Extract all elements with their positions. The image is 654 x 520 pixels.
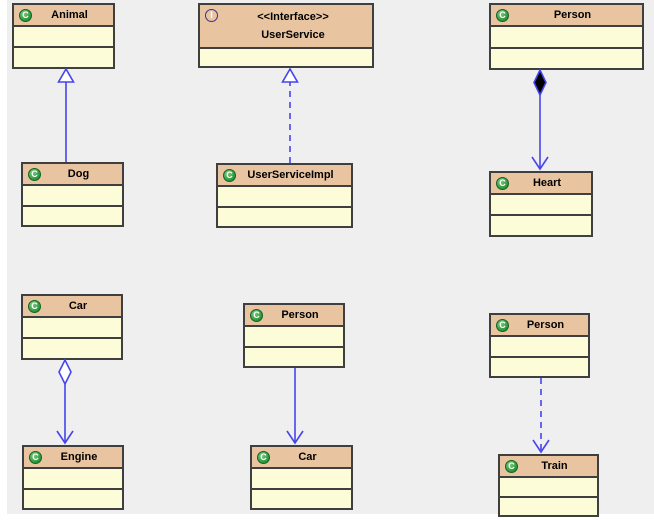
attributes-compartment (491, 195, 591, 214)
class-box-animal[interactable]: C Animal (12, 3, 115, 69)
realization-connector[interactable] (281, 67, 299, 163)
class-box-train[interactable]: C Train (498, 454, 599, 517)
class-header: C Person (491, 315, 588, 337)
class-header: C Person (245, 305, 343, 327)
class-box-userserviceimpl[interactable]: C UserServiceImpl (216, 163, 353, 228)
class-icon: C (496, 8, 509, 22)
attributes-compartment (23, 186, 122, 205)
operations-compartment (200, 49, 372, 66)
class-name: Animal (51, 9, 88, 21)
class-box-person-top-right[interactable]: C Person (489, 3, 644, 70)
class-header: C Heart (491, 173, 591, 195)
hollow-triangle-arrowhead (281, 67, 299, 83)
inheritance-connector[interactable] (57, 67, 75, 162)
attributes-compartment (252, 469, 351, 488)
methods-compartment (500, 495, 597, 515)
class-name: Heart (532, 177, 562, 189)
interface-icon: I (205, 9, 218, 22)
class-name: Engine (60, 451, 98, 463)
aggregation-connector[interactable] (56, 358, 74, 445)
association-connector[interactable] (286, 368, 304, 445)
attributes-compartment (23, 318, 121, 337)
stereotype-label: <<Interface>> (257, 11, 329, 23)
interface-name: UserService (261, 29, 325, 41)
attributes-compartment (24, 469, 122, 488)
methods-compartment (218, 205, 351, 226)
class-header: C Train (500, 456, 597, 478)
class-box-person-bottom-right[interactable]: C Person (489, 313, 590, 378)
open-arrowhead (286, 430, 304, 445)
class-box-car-bottom-left[interactable]: C Car (21, 294, 123, 360)
attributes-compartment (491, 27, 642, 47)
class-header: C UserServiceImpl (218, 165, 351, 187)
class-icon: C (257, 450, 270, 464)
methods-compartment (23, 337, 121, 358)
class-header: C Car (252, 447, 351, 469)
class-name: Person (553, 9, 592, 21)
class-icon: C (28, 167, 41, 181)
interface-header: I <<Interface>> UserService (200, 5, 372, 49)
class-name: UserServiceImpl (247, 169, 334, 181)
class-name: Car (298, 451, 317, 463)
class-header: C Car (23, 296, 121, 318)
class-icon: C (19, 8, 32, 22)
class-icon: C (250, 308, 263, 322)
class-icon: C (28, 299, 41, 313)
composition-connector[interactable] (531, 68, 549, 171)
methods-compartment (252, 487, 351, 508)
methods-compartment (14, 46, 113, 67)
class-name: Train (541, 460, 568, 472)
attributes-compartment (245, 327, 343, 346)
class-icon: C (29, 450, 42, 464)
class-box-person-bottom-middle[interactable]: C Person (243, 303, 345, 368)
class-header: C Animal (14, 5, 113, 27)
class-name: Person (526, 319, 565, 331)
open-arrowhead (56, 430, 74, 445)
class-name: Car (68, 300, 88, 312)
class-box-heart[interactable]: C Heart (489, 171, 593, 237)
class-name: Person (281, 309, 319, 321)
methods-compartment (491, 214, 591, 235)
class-header: C Engine (24, 447, 122, 469)
class-box-dog[interactable]: C Dog (21, 162, 124, 227)
class-header: C Person (491, 5, 642, 27)
class-name: Dog (67, 168, 90, 180)
class-header: C Dog (23, 164, 122, 186)
class-icon: C (505, 459, 518, 473)
class-box-car-bottom-middle[interactable]: C Car (250, 445, 353, 510)
class-icon: C (223, 168, 236, 182)
attributes-compartment (14, 27, 113, 46)
attributes-compartment (491, 337, 588, 356)
methods-compartment (245, 345, 343, 366)
dependency-connector[interactable] (532, 378, 550, 454)
methods-compartment (24, 487, 122, 508)
methods-compartment (23, 204, 122, 225)
class-icon: C (496, 176, 509, 190)
open-arrowhead (532, 439, 550, 454)
interface-box-userservice[interactable]: I <<Interface>> UserService (198, 3, 374, 68)
class-box-engine[interactable]: C Engine (22, 445, 124, 510)
open-arrowhead (531, 156, 549, 171)
methods-compartment (491, 46, 642, 68)
hollow-triangle-arrowhead (57, 67, 75, 83)
class-icon: C (496, 318, 509, 332)
methods-compartment (491, 355, 588, 376)
attributes-compartment (500, 478, 597, 496)
diagram-canvas[interactable] (7, 0, 654, 514)
attributes-compartment (218, 187, 351, 206)
